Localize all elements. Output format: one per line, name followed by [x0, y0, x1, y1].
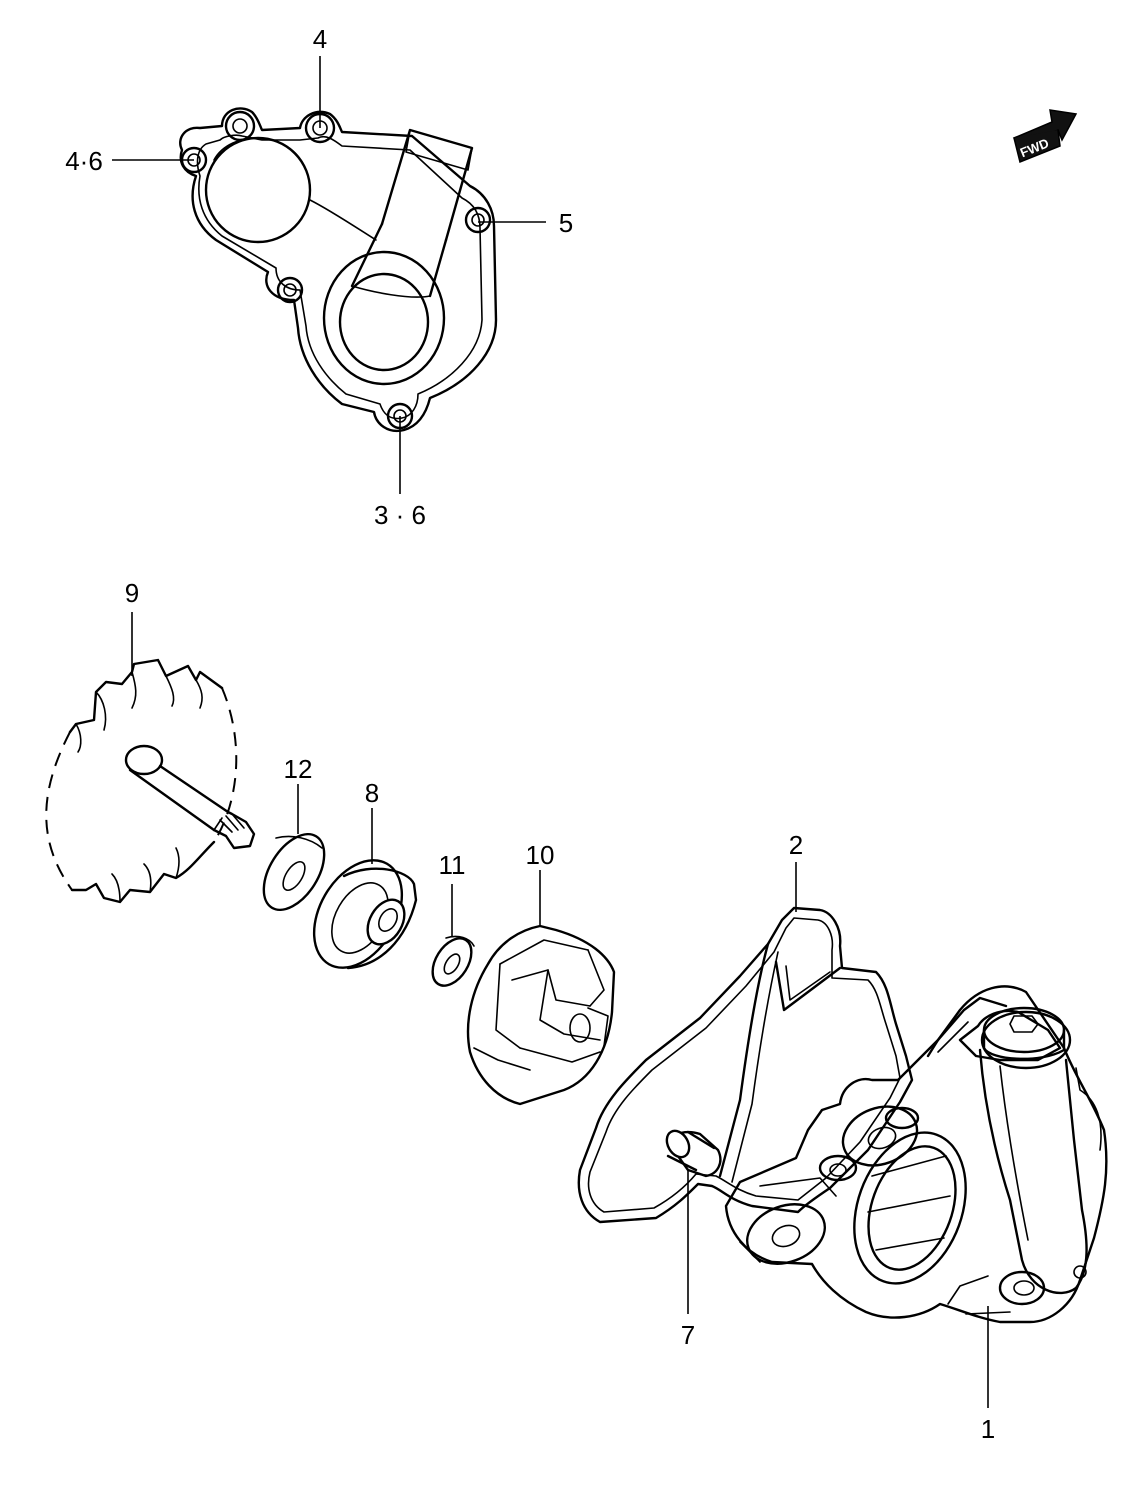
callout-12: 12 [284, 754, 313, 784]
dowel-pin [665, 1129, 722, 1178]
callout-11: 11 [439, 850, 466, 880]
callout-4-6: 4·6 [65, 146, 103, 176]
callout-7: 7 [681, 1320, 695, 1350]
callout-1: 1 [981, 1414, 995, 1444]
callout-3-6: 3 · 6 [374, 500, 426, 530]
forward-arrow-icon: FWD [1012, 109, 1078, 164]
water-pump-cover [179, 107, 498, 433]
washer [262, 832, 326, 912]
small-washer [431, 935, 475, 987]
gasket [577, 906, 914, 1224]
callout-8: 8 [365, 778, 379, 808]
pump-shaft-gear [45, 658, 256, 904]
water-pump-case [724, 985, 1108, 1324]
callout-9: 10 [526, 840, 555, 870]
mechanical-seal [312, 859, 418, 970]
callout-2: 2 [789, 830, 803, 860]
callout-4: 4 [313, 24, 327, 54]
callout-10: 9 [125, 578, 139, 608]
callout-5: 5 [559, 208, 573, 238]
impeller [466, 924, 616, 1106]
